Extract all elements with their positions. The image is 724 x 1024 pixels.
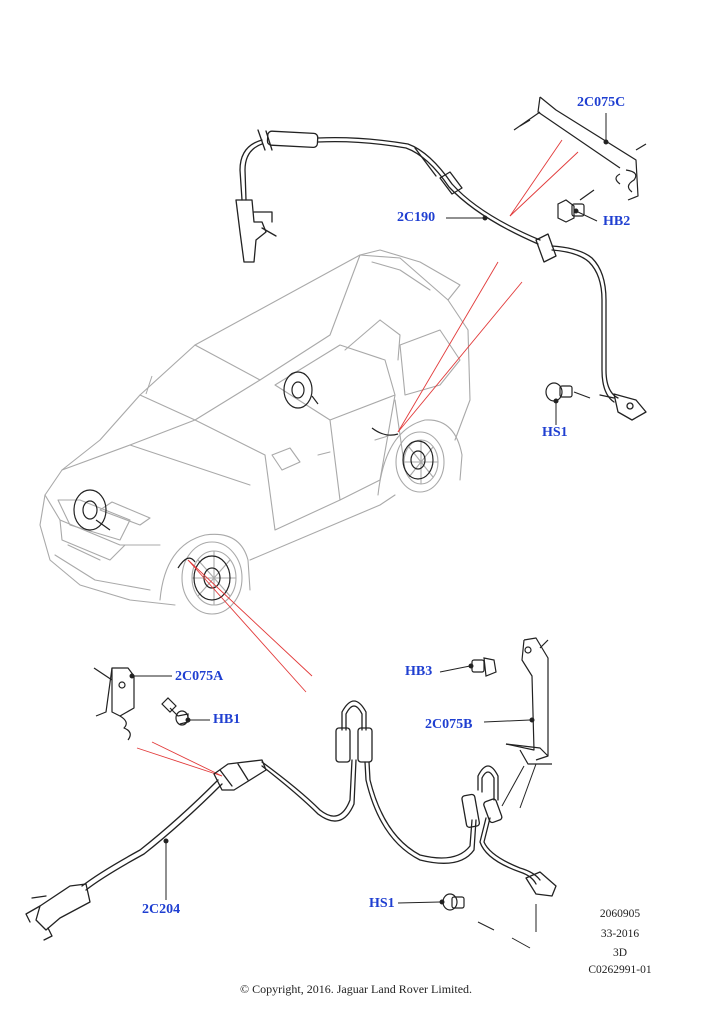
vehicle-illustration xyxy=(39,249,471,606)
callout-hs1-top[interactable]: HS1 xyxy=(542,425,568,440)
reference-view: 3D xyxy=(612,947,628,959)
callout-2c204[interactable]: 2C204 xyxy=(142,902,181,917)
copyright-notice: © Copyright, 2016. Jaguar Land Rover Lim… xyxy=(239,982,473,996)
callout-pointers xyxy=(129,113,609,949)
reference-number: 2060905 xyxy=(599,908,641,920)
front-wheel xyxy=(181,541,243,615)
bolt-hb2[interactable] xyxy=(557,189,595,223)
bolt-hb3[interactable] xyxy=(471,657,497,677)
bracket-2c075b[interactable] xyxy=(505,637,552,765)
bracket-2c075a[interactable] xyxy=(93,667,135,741)
bolt-hs1-top[interactable] xyxy=(545,382,591,402)
bolt-hs1-bottom[interactable] xyxy=(442,893,465,911)
callout-2c075b[interactable]: 2C075B xyxy=(425,717,473,732)
rear-wheel xyxy=(395,431,445,493)
callout-2c190[interactable]: 2C190 xyxy=(397,210,436,225)
callout-2c075a[interactable]: 2C075A xyxy=(175,669,224,684)
callout-hb3[interactable]: HB3 xyxy=(405,664,433,679)
callout-hs1-bottom[interactable]: HS1 xyxy=(369,896,395,911)
leader-lines xyxy=(136,139,579,777)
bracket-2c075c[interactable] xyxy=(513,96,647,201)
reference-illustration-id: C0262991-01 xyxy=(588,964,652,976)
harness-2c190[interactable] xyxy=(235,129,647,421)
harness-2c204[interactable] xyxy=(25,700,557,941)
callout-hb2[interactable]: HB2 xyxy=(603,214,631,229)
callout-hb1[interactable]: HB1 xyxy=(213,712,241,727)
callout-2c075c[interactable]: 2C075C xyxy=(577,95,626,110)
reference-date-code: 33-2016 xyxy=(600,928,640,940)
bolt-hb1[interactable] xyxy=(161,697,189,726)
